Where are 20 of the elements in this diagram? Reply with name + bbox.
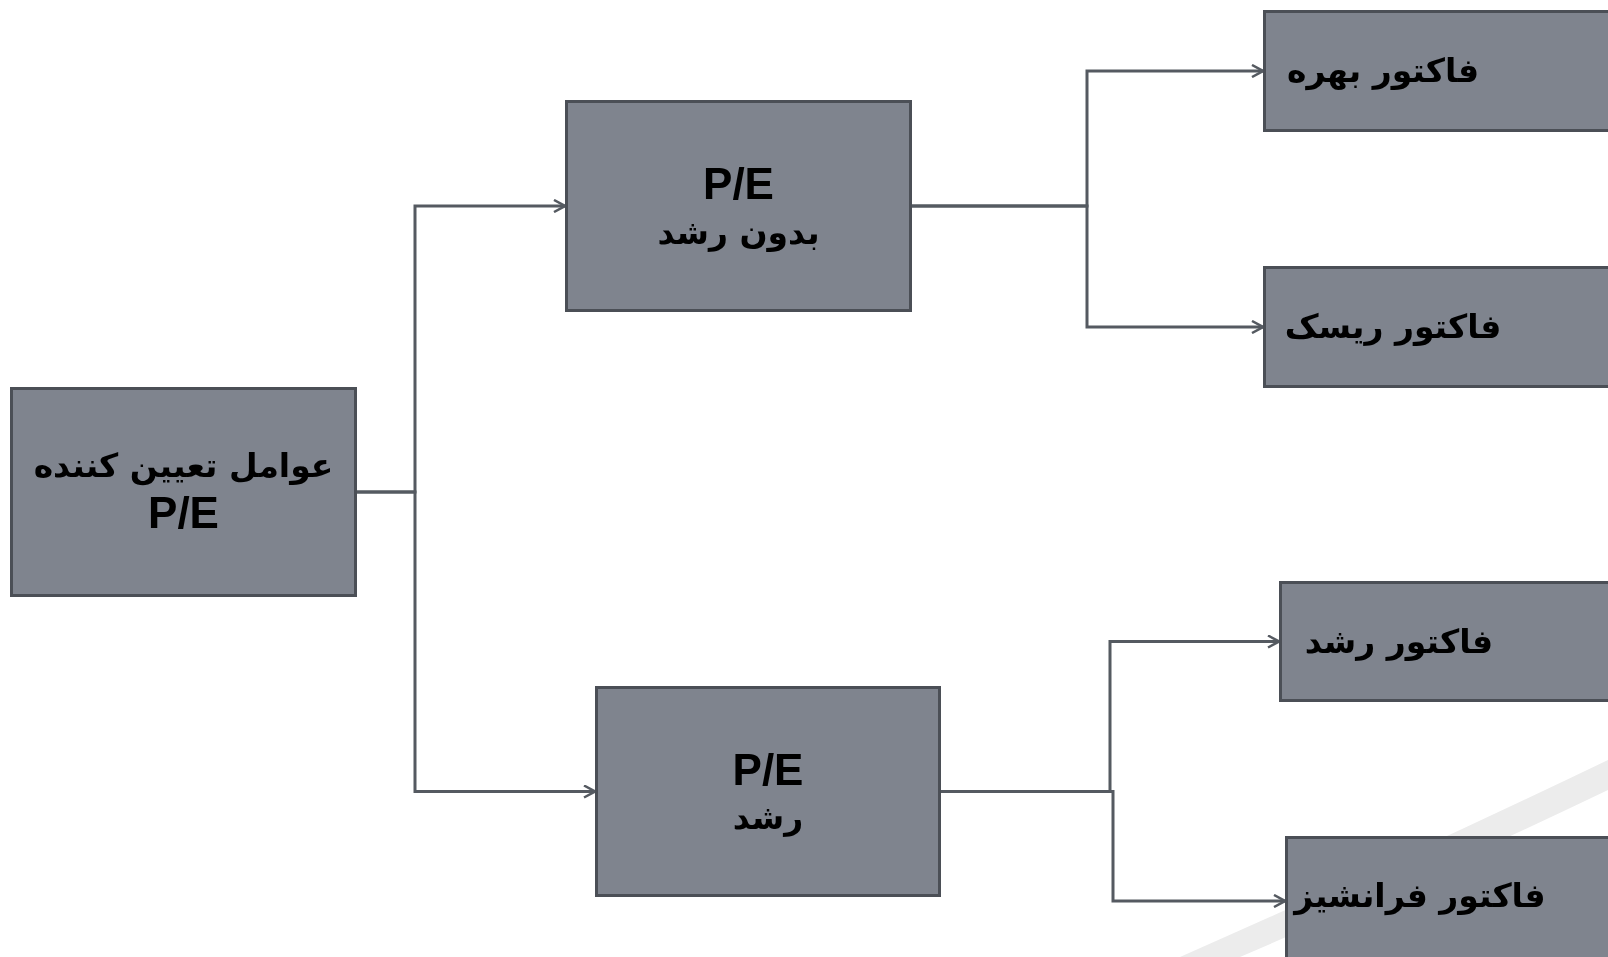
box-label: فاکتور فرانشیز — [1294, 875, 1546, 917]
process-box — [1279, 581, 1608, 702]
box-label: عوامل تعیین کننده — [33, 445, 334, 487]
box-label: فاکتور رشد — [1304, 620, 1494, 663]
box-label: فاکتور ریسک — [1284, 306, 1502, 348]
connector-arrow — [912, 204, 1265, 335]
process-box — [10, 387, 357, 597]
process-box — [1263, 266, 1608, 388]
process-box — [565, 100, 912, 312]
ratio-label: P/E — [732, 744, 804, 796]
connector-arrow — [357, 490, 597, 799]
process-box — [595, 686, 941, 897]
box-label: رشد — [732, 797, 804, 839]
process-box — [1263, 10, 1608, 132]
process-box — [1285, 836, 1608, 957]
ratio-label: P/E — [148, 488, 219, 539]
box-label: بدون رشد — [657, 211, 820, 253]
connector-arrow — [941, 790, 1287, 909]
ratio-label: P/E — [703, 159, 774, 210]
box-label: فاکتور بهره — [1287, 50, 1479, 92]
